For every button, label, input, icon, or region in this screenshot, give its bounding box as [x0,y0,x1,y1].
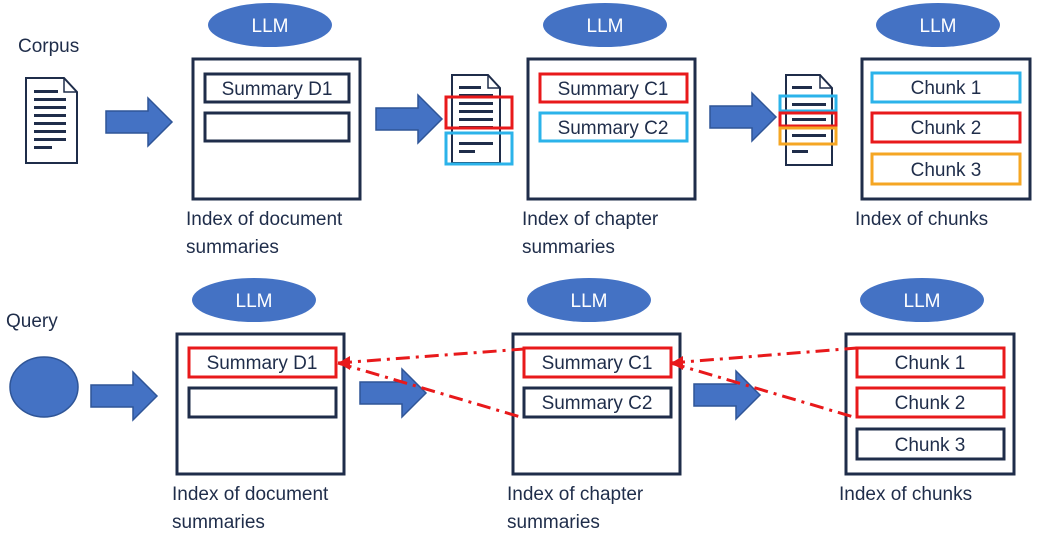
flow-arrow-1 [105,97,173,147]
index-caption-line1: Index of chunks [839,484,972,505]
index-item [855,346,1006,379]
llm-label: LLM [571,291,608,312]
index-item [855,386,1006,419]
llm-badge [527,278,651,322]
query-label: Query [6,311,58,332]
llm-label: LLM [587,16,624,37]
index-item [870,71,1022,104]
index-caption-line1: Index of document [186,209,343,230]
flow-arrow-4 [359,368,427,418]
corpus-label: Corpus [18,36,79,57]
index-caption-line2: summaries [186,237,279,258]
index-caption-line2: summaries [507,512,600,533]
index-item [187,346,338,379]
index-item [522,386,673,419]
index-caption-line2: summaries [172,512,265,533]
index-item-label: Chunk 2 [895,393,966,414]
bottom-panel-chapter-summaries: LLM Summary C1 Summary C2 Index of chapt… [507,278,682,533]
index-item [538,72,689,104]
flow-arrow-2 [375,94,443,144]
index-item-label: Summary C2 [558,118,669,139]
flow-arrow-3 [709,92,777,142]
index-item-label: Chunk 1 [895,353,966,374]
bottom-panel-chunks: LLM Chunk 1 Chunk 2 Chunk 3 Index of chu… [839,278,1016,505]
index-caption-line1: Index of chapter [507,484,644,505]
document-chunks-icon [778,74,838,166]
index-item-label: Summary D1 [222,79,333,100]
link-arrowhead-c1 [671,356,683,370]
index-caption-line2: summaries [522,237,615,258]
index-item [203,72,351,104]
link-c1-to-chunk1 [670,346,858,365]
llm-label: LLM [920,16,957,37]
index-item-label: Summary C2 [542,393,653,414]
index-item-label: Summary C1 [558,79,669,100]
top-panel-document-summaries: LLM Summary D1 Index of document summari… [186,3,362,258]
index-caption-line1: Index of document [172,484,329,505]
top-panel-chapter-summaries: LLM Summary C1 Summary C2 Index of chapt… [522,3,697,258]
link-d1-to-c1 [337,347,525,365]
query-circle [9,356,79,418]
index-item-label: Chunk 2 [911,118,982,139]
document-icon [25,77,78,164]
index-item-label: Summary C1 [542,353,653,374]
retrieval-links [337,346,858,420]
link-arrowhead-d1 [338,356,350,370]
index-item-label: Chunk 1 [911,78,982,99]
index-item-empty [187,386,338,419]
top-panel-chunks: LLM Chunk 1 Chunk 2 Chunk 3 Index of chu… [855,3,1032,230]
index-item-empty [203,111,351,143]
llm-badge [543,3,667,47]
index-item-label: Summary D1 [207,353,318,374]
index-caption-line1: Index of chapter [522,209,659,230]
index-item-label: Chunk 3 [911,160,982,181]
bottom-panel-document-summaries: LLM Summary D1 Index of document summari… [172,278,346,533]
document-chapters-icon [444,74,514,166]
llm-badge [860,278,984,322]
index-item [855,427,1006,461]
llm-badge [192,278,316,322]
llm-label: LLM [252,16,289,37]
llm-label: LLM [904,291,941,312]
index-caption-line1: Index of chunks [855,209,988,230]
link-d1-to-c2 [337,361,525,420]
query-arrow [90,371,158,421]
index-item [870,152,1022,186]
index-item [870,111,1022,144]
link-c1-to-chunk2 [670,361,858,420]
llm-label: LLM [236,291,273,312]
index-item [538,111,689,143]
index-item-label: Chunk 3 [895,435,966,456]
llm-badge [876,3,1000,47]
llm-badge [208,3,332,47]
